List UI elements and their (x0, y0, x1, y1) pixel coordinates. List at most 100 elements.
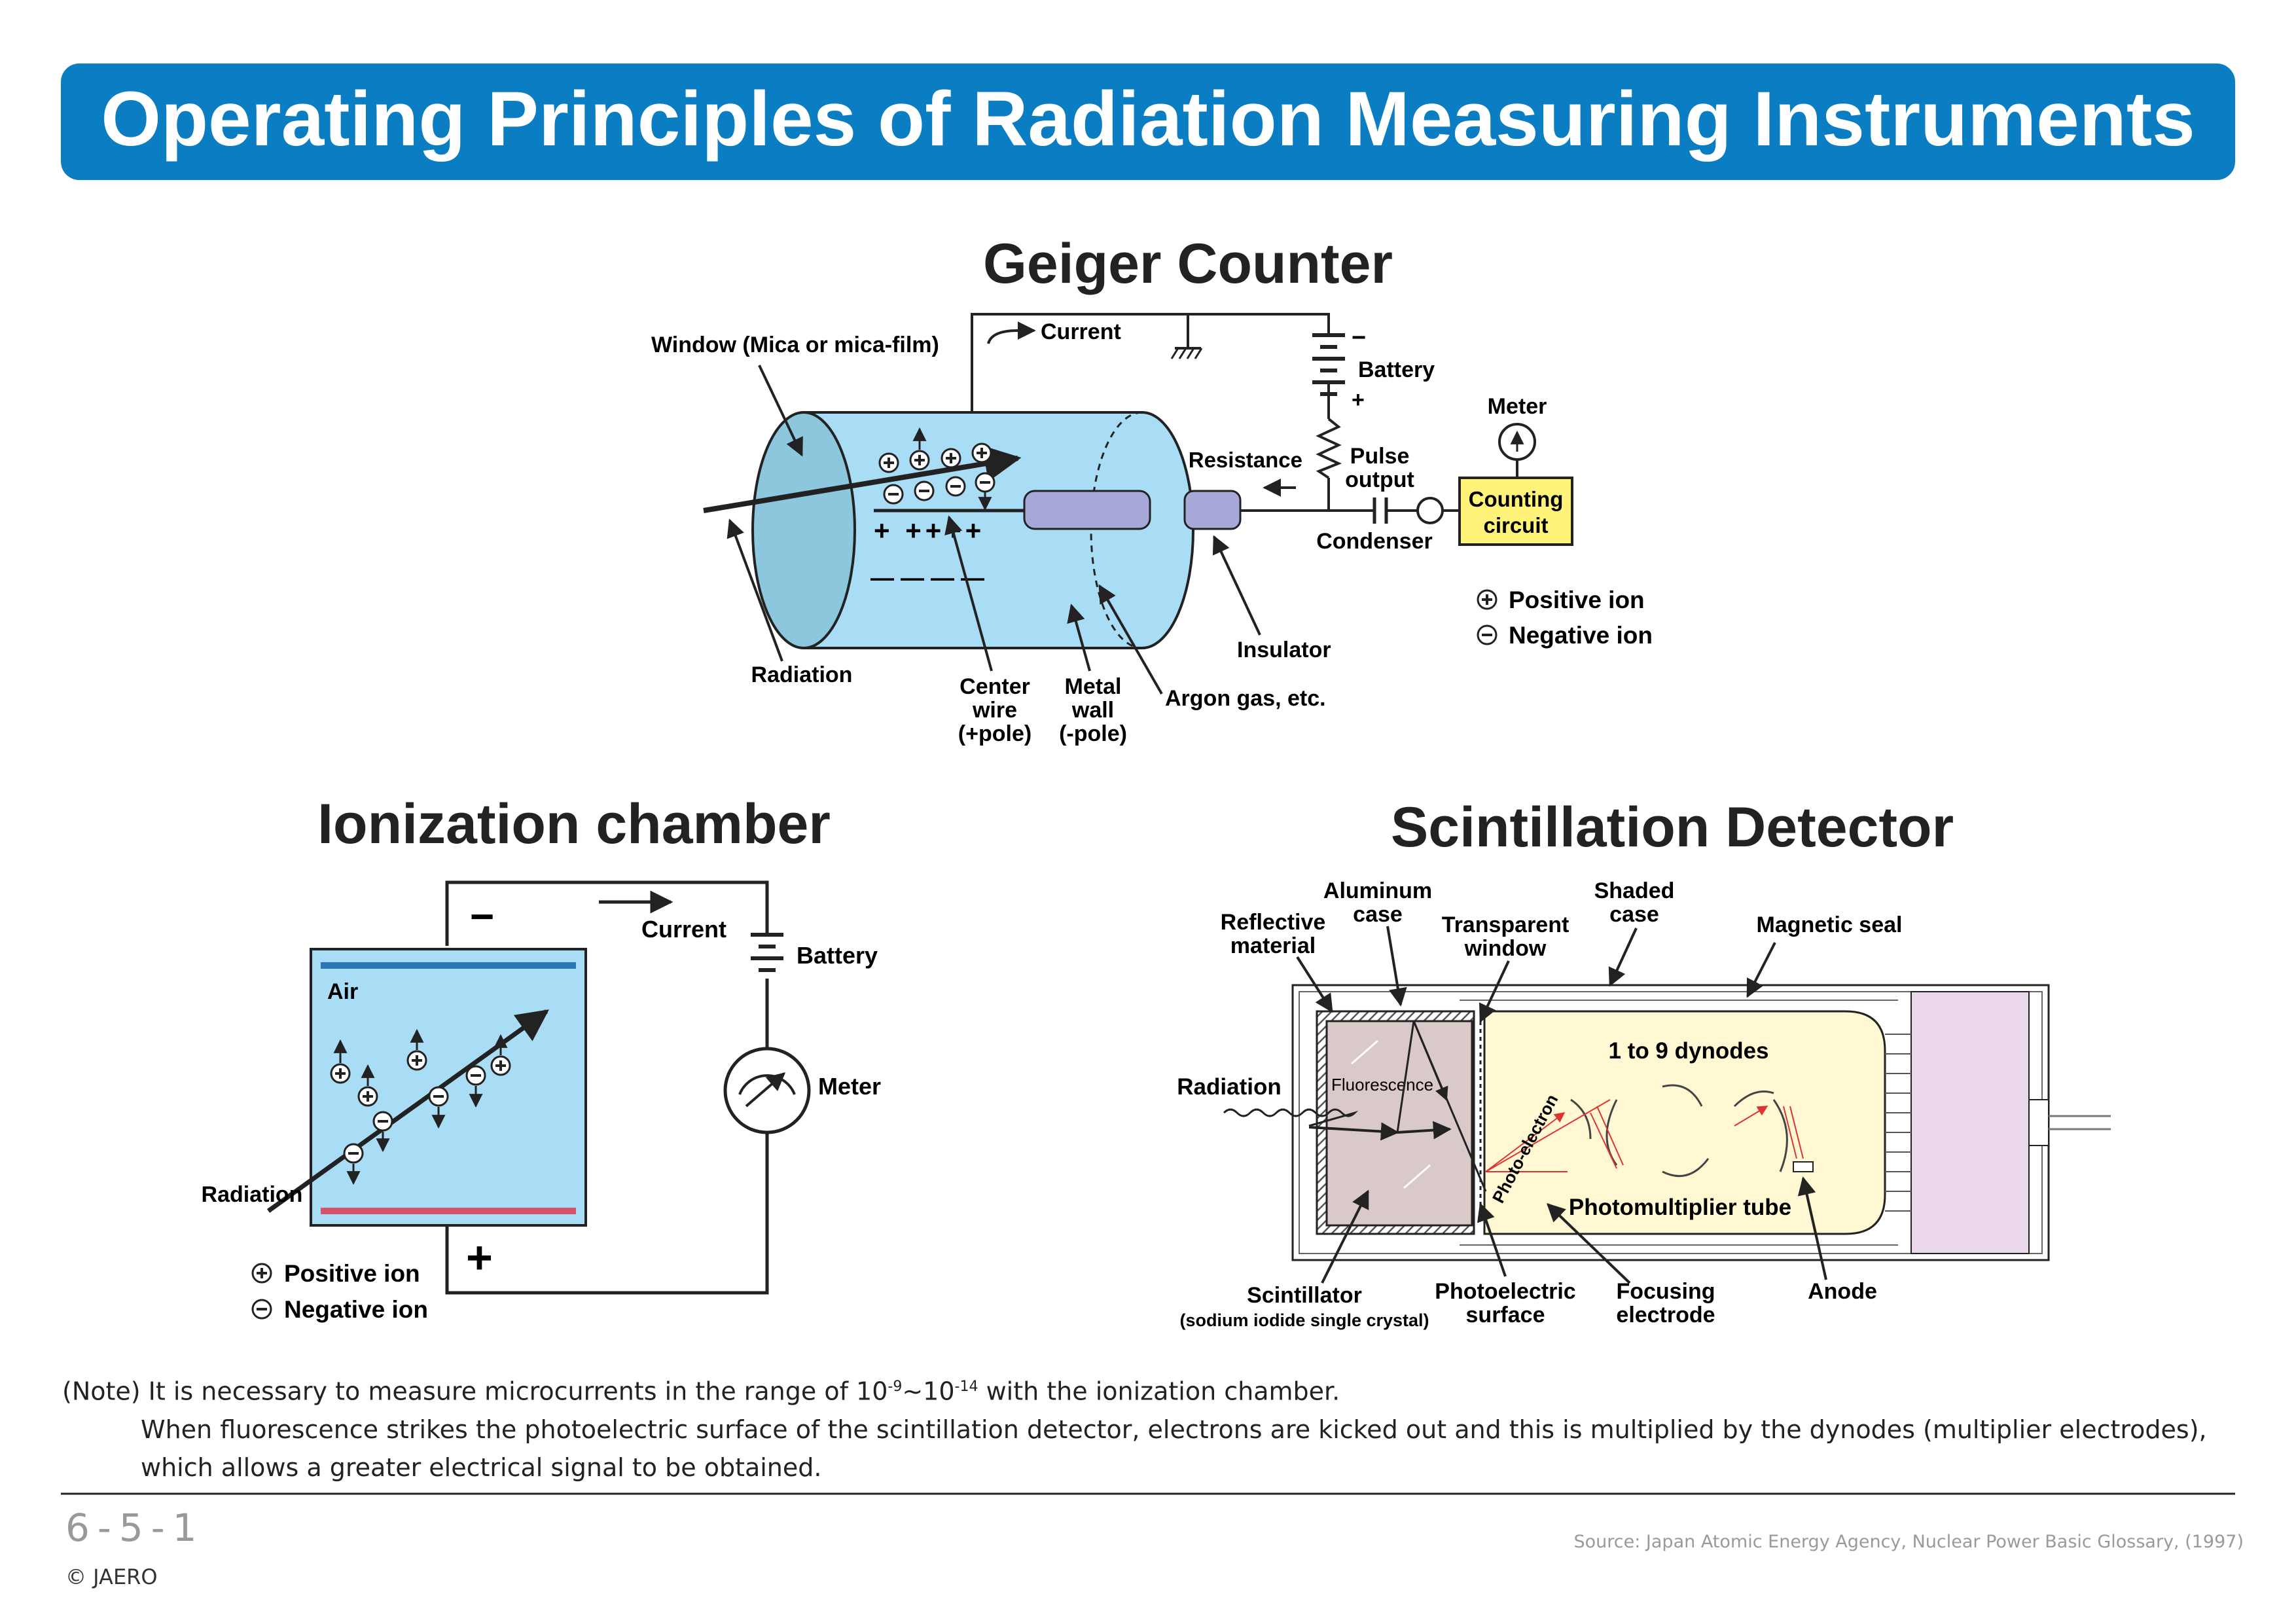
note-line-1-suffix: with the ionization chamber. (978, 1377, 1340, 1406)
note-line-1-prefix: (Note) It is necessary to measure microc… (62, 1377, 888, 1406)
legend-negative-icon (1477, 624, 1498, 645)
focusing-label-2: electrode (1616, 1303, 1715, 1327)
geiger-battery-label: Battery (1358, 357, 1435, 382)
metal-wall-label-1: Metal (1065, 674, 1122, 699)
scintillator-label-2: (sodium iodide single crystal) (1179, 1310, 1429, 1330)
ionization-current-label: Current (641, 916, 726, 943)
photoelectric-label-2: surface (1466, 1303, 1545, 1327)
legend-positive-icon (1477, 589, 1498, 610)
geiger-radiation-arrow (703, 445, 1022, 513)
geiger-tube: + ++++ — — — — (703, 411, 1244, 649)
scintillator-label-1: Scintillator (1247, 1283, 1362, 1308)
ground-icon (1170, 348, 1203, 359)
note-line-1: (Note) It is necessary to measure microc… (62, 1368, 2242, 1411)
argon-label: Argon gas, etc. (1165, 686, 1326, 711)
ionization-chamber-diagram: Ionization chamber Current Battery Meter… (202, 793, 881, 1323)
note-line-2: When fluorescence strikes the photoelect… (141, 1415, 2207, 1444)
shaded-label-2: case (1609, 902, 1659, 927)
geiger-meter-label: Meter (1488, 394, 1547, 419)
aluminum-label-1: Aluminum (1323, 878, 1432, 903)
negative-ion-icon (975, 472, 996, 493)
counting-circuit-box (1458, 477, 1573, 546)
positive-ion-icon (878, 452, 899, 473)
positive-charge-row: + ++++ (874, 515, 985, 546)
geiger-radiation-label: Radiation (751, 662, 853, 687)
scintillation-radiation-label: Radiation (1177, 1074, 1281, 1100)
positive-ion-icon (941, 448, 961, 469)
pulse-label-1: Pulse (1350, 444, 1410, 469)
page-title: Operating Principles of Radiation Measur… (101, 76, 2195, 162)
counting-circuit-label-1: Counting (1469, 487, 1564, 511)
page-number: 6-5-1 (65, 1506, 205, 1550)
shaded-label-1: Shaded (1594, 878, 1675, 903)
ionization-radiation-label: Radiation (202, 1182, 303, 1207)
scintillation-leader-lines (1296, 926, 1827, 1284)
legend-positive-icon (251, 1263, 272, 1284)
insulator (1183, 490, 1242, 530)
legend-negative-icon (251, 1299, 272, 1320)
header-banner: Operating Principles of Radiation Measur… (61, 63, 2235, 180)
anode-icon (1793, 1161, 1814, 1172)
negative-ion-icon (945, 476, 966, 497)
fluorescence-label: Fluorescence (1331, 1075, 1433, 1094)
geiger-battery-icon (1312, 333, 1345, 397)
ionization-plus-sign: + (466, 1232, 493, 1283)
window-label: Window (Mica or mica-film) (651, 333, 939, 357)
geiger-current-arrow (987, 321, 1036, 344)
output-terminal (1416, 497, 1444, 524)
pulse-label-2: output (1345, 467, 1414, 492)
air-label: Air (327, 979, 358, 1004)
center-electrode (1023, 490, 1151, 530)
tube-end-hidden (1090, 411, 1143, 649)
battery-minus-sign: − (1352, 324, 1366, 352)
reflective-label-2: material (1230, 933, 1316, 958)
metal-wall-label-3: (-pole) (1059, 721, 1127, 746)
ionization-circuit-wires (445, 880, 769, 1295)
geiger-legend-negative: Negative ion (1509, 622, 1653, 649)
tube-body (802, 411, 1194, 649)
note-line-3: which allows a greater electrical signal… (141, 1453, 822, 1482)
notes-block: (Note) It is necessary to measure microc… (62, 1368, 2242, 1487)
reflective-label-1: Reflective (1221, 910, 1326, 935)
scintillation-radiation-wave (1223, 1108, 1359, 1127)
geiger-leader-lines (726, 365, 1261, 695)
ionization-meter-icon (723, 1047, 811, 1134)
center-wire-label-1: Center (960, 674, 1030, 699)
geiger-legend-positive: Positive ion (1509, 586, 1645, 613)
positive-ion-icon (971, 442, 992, 463)
ionization-legend-positive: Positive ion (284, 1260, 420, 1287)
top-electrode (321, 962, 576, 969)
aluminum-label-2: case (1353, 902, 1403, 927)
pin-connectors (1885, 1034, 1911, 1212)
ionization-title: Ionization chamber (317, 793, 831, 856)
transparent-label-1: Transparent (1442, 912, 1570, 937)
dynodes-label: 1 to 9 dynodes (1608, 1038, 1768, 1064)
insulator-label: Insulator (1237, 638, 1331, 662)
ionization-minus-sign: − (470, 893, 494, 940)
negative-ion-icon (914, 480, 935, 501)
center-wire-label-3: (+pole) (958, 721, 1031, 746)
scintillation-title: Scintillation Detector (1391, 796, 1954, 859)
pmt-label: Photomultiplier tube (1569, 1195, 1791, 1220)
electron-paths (1485, 1099, 1804, 1172)
battery-plus-sign: + (1352, 388, 1365, 412)
scintillation-detector-diagram: Scintillation Detector Fluorescence (1177, 796, 2111, 1330)
ionization-meter-label: Meter (818, 1073, 881, 1100)
note-line-1-mid: ∼10 (902, 1377, 955, 1406)
header-background (61, 63, 2235, 180)
focusing-label-1: Focusing (1616, 1279, 1715, 1304)
geiger-counter-diagram: Geiger Counter (651, 232, 1653, 746)
note-exponent-2: -14 (954, 1379, 978, 1395)
geiger-circuit-wires (971, 313, 1518, 512)
resistance-label: Resistance (1189, 448, 1302, 472)
ionization-battery-icon (751, 933, 783, 972)
resistor-icon (1316, 418, 1342, 479)
negative-ion-icon (883, 484, 904, 505)
transparent-label-2: window (1464, 936, 1547, 961)
mica-window (751, 411, 856, 649)
metal-wall-label-2: wall (1071, 698, 1114, 723)
condenser-icon (1372, 497, 1388, 524)
center-wire-label-2: wire (972, 698, 1017, 723)
